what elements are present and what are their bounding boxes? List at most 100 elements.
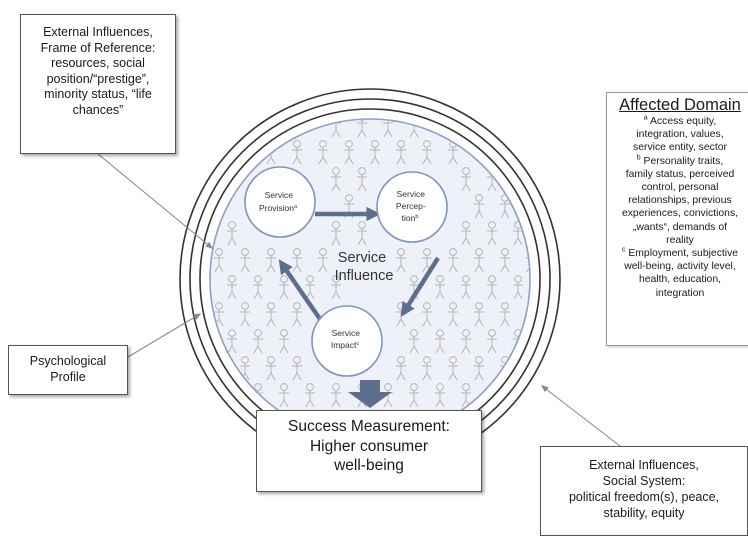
stick-figure	[331, 383, 341, 408]
frame-line: resources, social	[51, 56, 145, 71]
frame-of-reference-box: External Influences, Frame of Reference:…	[20, 14, 176, 154]
stick-figure	[500, 302, 510, 327]
stick-figure	[279, 275, 289, 300]
stick-figure	[292, 140, 302, 165]
stick-figure	[357, 221, 367, 246]
stick-figure	[435, 383, 445, 408]
node-service-perception: Service Percep- tionb	[376, 171, 448, 243]
domain-line: integration, values,	[636, 129, 724, 141]
stick-figure	[422, 140, 432, 165]
node-service-impact: Service Impactc	[311, 305, 383, 377]
stick-figure	[253, 329, 263, 354]
stick-figure	[370, 140, 380, 165]
domain-line: a Access equity,	[643, 114, 717, 127]
service-influence-label: Service Influence	[335, 250, 394, 284]
stick-figure	[474, 248, 484, 273]
domain-line: service entity, sector	[633, 142, 727, 154]
stick-figure	[513, 275, 523, 300]
social-line: Social System:	[602, 474, 686, 488]
success-line: Success Measurement:	[288, 418, 450, 435]
stick-figure	[448, 302, 458, 327]
affected-domain-title: Affected Domain	[619, 96, 741, 114]
stick-figure	[435, 329, 445, 354]
stick-figure	[357, 119, 367, 138]
svg-text:Service Impactc: Service Impactc	[331, 328, 362, 350]
domain-line: control, personal	[641, 182, 719, 194]
svg-text:Service Provisiona: Service Provisiona	[259, 190, 298, 213]
stick-figure	[383, 119, 393, 138]
stick-figure	[266, 302, 276, 327]
stick-figure	[487, 221, 497, 246]
svg-text:Service Percep- ti: Service Percep- tionb	[396, 189, 428, 223]
stick-figure	[396, 140, 406, 165]
social-system-box: External Influences, Social System: poli…	[540, 446, 748, 536]
stick-figure	[448, 248, 458, 273]
stick-figure	[240, 302, 250, 327]
stick-figure	[435, 275, 445, 300]
stick-figure	[461, 221, 471, 246]
stick-figure	[292, 302, 302, 327]
stick-figure	[357, 167, 367, 192]
stick-figure	[396, 248, 406, 273]
stick-figure	[461, 275, 471, 300]
affected-domain-box: Affected Domain a Access equity, integra…	[606, 92, 748, 346]
stick-figure	[214, 248, 224, 273]
psych-line: Profile	[50, 370, 86, 384]
stick-figure	[266, 248, 276, 273]
social-line: stability, equity	[603, 506, 685, 520]
stick-figure	[500, 248, 510, 273]
leader-arrow-psych	[127, 313, 202, 358]
down-arrow-to-success	[348, 380, 392, 408]
stick-figure	[422, 302, 432, 327]
frame-line: minority status, “life	[44, 87, 152, 102]
stick-figure	[292, 248, 302, 273]
affected-domain-body: a Access equity, integration, values, se…	[607, 115, 748, 300]
success-measurement-box: Success Measurement: Higher consumer wel…	[256, 410, 482, 492]
stick-figure	[240, 248, 250, 273]
stick-figure	[526, 248, 530, 273]
frame-line: Frame of Reference:	[40, 40, 156, 55]
stick-figure	[253, 275, 263, 300]
stick-figure	[318, 248, 328, 273]
frame-line: External Influences,	[43, 25, 153, 39]
stick-figure	[422, 356, 432, 381]
stick-figure	[214, 302, 224, 327]
success-line: well-being	[334, 457, 404, 474]
stick-figure	[331, 221, 341, 246]
domain-line: family status, perceived	[625, 168, 735, 180]
stick-figure	[331, 167, 341, 192]
domain-line: experiences, convictions,	[621, 208, 739, 220]
stick-figure	[344, 140, 354, 165]
stick-figure	[396, 356, 406, 381]
stick-figure	[318, 140, 328, 165]
stick-figure	[500, 194, 510, 219]
stick-figure	[227, 329, 237, 354]
arrow-perception-to-impact	[400, 256, 440, 317]
stick-figure	[474, 356, 484, 381]
stick-figure	[292, 356, 302, 381]
stick-figure	[266, 356, 276, 381]
node-service-provision: Service Provisiona	[244, 166, 316, 238]
success-line: Higher consumer	[309, 437, 429, 455]
frame-line: chances”	[72, 102, 124, 117]
stick-figure	[409, 329, 419, 354]
domain-line: „wants“, demands of	[632, 221, 728, 233]
stick-figure	[305, 383, 315, 408]
stick-figure	[227, 221, 237, 246]
domain-line: health, education,	[638, 274, 722, 286]
stick-figure	[461, 329, 471, 354]
psychological-profile-box: Psychological Profile	[8, 345, 128, 395]
domain-line: b Personality traits,	[636, 154, 724, 167]
domain-line: well-being, activity level,	[624, 261, 736, 273]
psych-line: Psychological	[29, 354, 107, 368]
social-line: External Influences,	[589, 458, 699, 472]
stick-figure	[487, 275, 497, 300]
stick-figure	[279, 329, 289, 354]
stick-figure	[448, 140, 458, 165]
social-line: political freedom(s), peace,	[568, 490, 720, 504]
domain-line: c Employment, subjective	[621, 246, 739, 260]
stick-figure	[487, 329, 497, 354]
leader-arrow-frame	[97, 153, 214, 249]
stick-figure	[227, 275, 237, 300]
domain-line: integration	[655, 287, 705, 299]
